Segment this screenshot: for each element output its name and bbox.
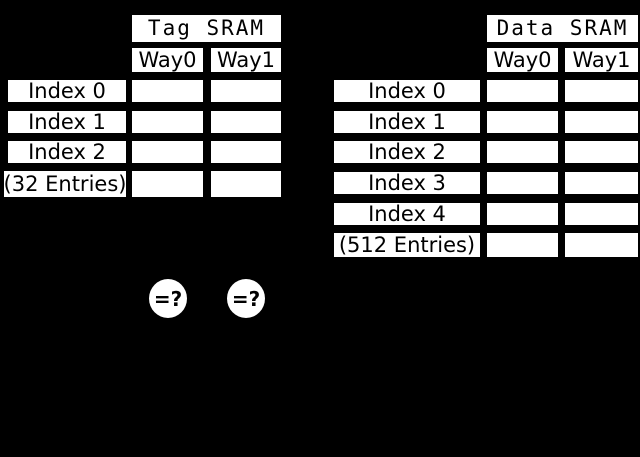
tag-sram-cell xyxy=(130,139,205,165)
data-sram-cell xyxy=(485,139,560,165)
tag-sram-cell xyxy=(130,109,205,135)
data-sram-cell xyxy=(485,109,560,135)
data-sram-cell xyxy=(563,139,640,165)
data-sram-cell xyxy=(485,78,560,104)
tag-sram-row-label: Index 0 xyxy=(6,78,128,104)
equality-comparator-way0: =? xyxy=(149,279,187,318)
data-sram-row-label: Index 2 xyxy=(332,139,482,165)
data-sram-cell xyxy=(563,170,640,196)
data-sram-way0-header: Way0 xyxy=(485,46,560,74)
data-sram-cell xyxy=(563,109,640,135)
data-sram-row-label: Index 1 xyxy=(332,109,482,135)
data-sram-cell xyxy=(563,78,640,104)
equality-comparator-way1: =? xyxy=(227,279,265,318)
data-sram-cell xyxy=(485,201,560,227)
data-sram-way1-header: Way1 xyxy=(563,46,640,74)
tag-sram-title: Tag SRAM xyxy=(130,13,283,44)
data-sram-row-label: (512 Entries) xyxy=(332,231,482,259)
data-sram-row-label: Index 3 xyxy=(332,170,482,196)
tag-sram-cell xyxy=(209,169,283,199)
tag-sram-cell xyxy=(130,78,205,104)
tag-sram-cell xyxy=(209,78,283,104)
tag-sram-row-label: Index 1 xyxy=(6,109,128,135)
tag-sram-row-label: Index 2 xyxy=(6,139,128,165)
data-sram-row-label: Index 0 xyxy=(332,78,482,104)
tag-sram-way1-header: Way1 xyxy=(209,46,283,74)
tag-sram-cell xyxy=(130,169,205,199)
data-sram-cell xyxy=(563,231,640,259)
data-sram-cell xyxy=(563,201,640,227)
tag-sram-way0-header: Way0 xyxy=(130,46,205,74)
tag-sram-cell xyxy=(209,109,283,135)
tag-sram-row-label: (32 Entries) xyxy=(2,169,128,199)
data-sram-row-label: Index 4 xyxy=(332,201,482,227)
data-sram-title: Data SRAM xyxy=(485,13,640,44)
data-sram-cell xyxy=(485,170,560,196)
tag-sram-cell xyxy=(209,139,283,165)
data-sram-cell xyxy=(485,231,560,259)
